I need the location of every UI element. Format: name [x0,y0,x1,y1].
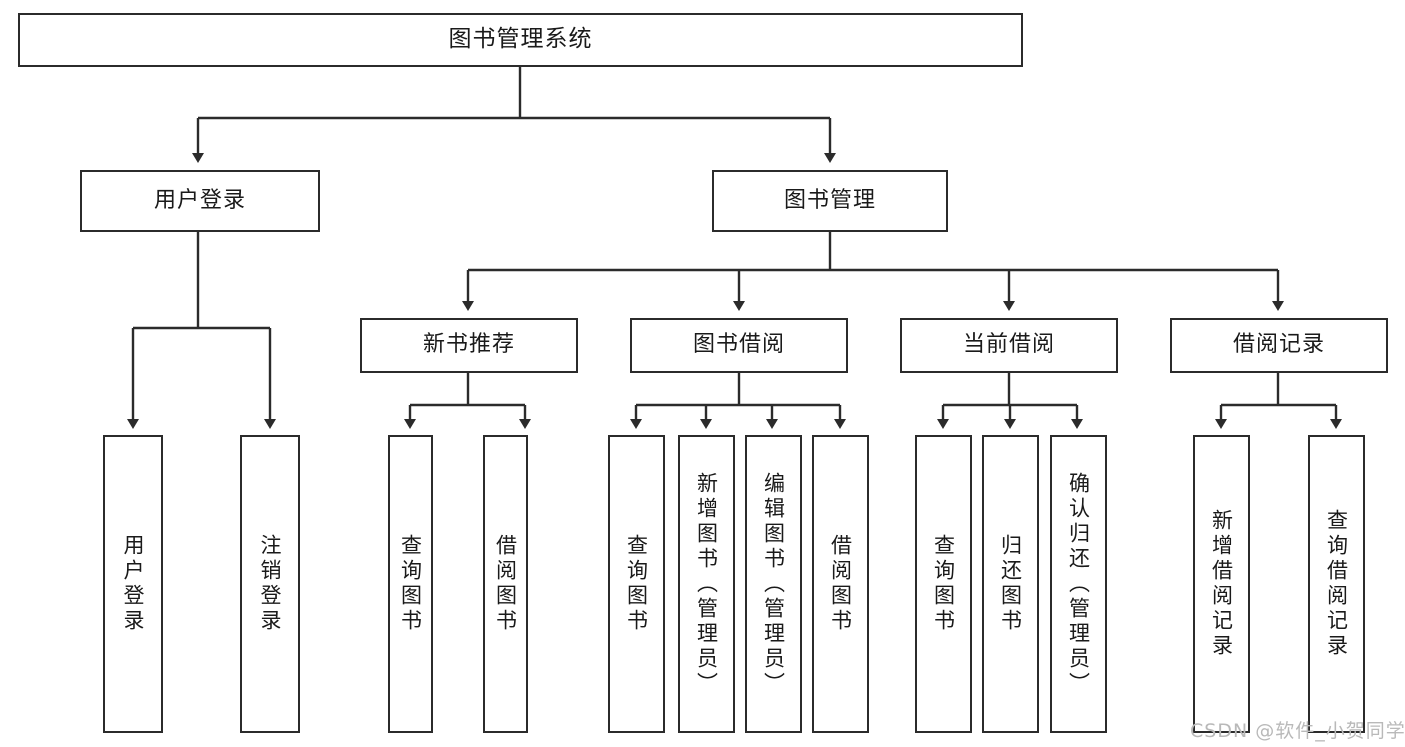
node-root-label: 图书管理系统 [448,26,593,53]
node-borrow-records-label: 借阅记录 [1232,332,1325,358]
leaf-user-login-label: 用户登录 [121,534,146,634]
leaf-query-book-recommend-label: 查询图书 [398,534,423,634]
leaf-query-book-current[interactable]: 查询图书 [915,435,972,733]
leaf-query-book-recommend[interactable]: 查询图书 [388,435,433,733]
leaf-edit-book-admin-label: 编辑图书（管理员） [761,471,786,697]
node-book-management-label: 图书管理 [783,187,876,213]
node-book-management[interactable]: 图书管理 [712,170,948,232]
node-borrow-records[interactable]: 借阅记录 [1170,318,1388,373]
leaf-query-book-current-label: 查询图书 [931,534,956,634]
node-current-borrow-label: 当前借阅 [962,332,1055,358]
leaf-return-book-label: 归还图书 [998,534,1023,634]
leaf-add-book-admin-label: 新增图书（管理员） [694,471,719,697]
leaf-user-login[interactable]: 用户登录 [103,435,163,733]
leaf-borrow-book-recommend[interactable]: 借阅图书 [483,435,528,733]
leaf-logout-label: 注销登录 [258,534,283,634]
leaf-confirm-return-admin[interactable]: 确认归还（管理员） [1050,435,1107,733]
node-new-book-recommend[interactable]: 新书推荐 [360,318,578,373]
leaf-query-borrow-record[interactable]: 查询借阅记录 [1308,435,1365,733]
node-current-borrow[interactable]: 当前借阅 [900,318,1118,373]
leaf-add-borrow-record[interactable]: 新增借阅记录 [1193,435,1250,733]
node-new-book-recommend-label: 新书推荐 [422,332,515,358]
leaf-return-book[interactable]: 归还图书 [982,435,1039,733]
leaf-confirm-return-admin-label: 确认归还（管理员） [1066,471,1091,697]
leaf-query-book-borrow-label: 查询图书 [624,534,649,634]
leaf-add-borrow-record-label: 新增借阅记录 [1209,509,1234,659]
leaf-query-book-borrow[interactable]: 查询图书 [608,435,665,733]
node-book-borrow[interactable]: 图书借阅 [630,318,848,373]
node-book-borrow-label: 图书借阅 [692,332,785,358]
leaf-logout[interactable]: 注销登录 [240,435,300,733]
node-root[interactable]: 图书管理系统 [18,13,1023,67]
leaf-edit-book-admin[interactable]: 编辑图书（管理员） [745,435,802,733]
leaf-borrow-book-recommend-label: 借阅图书 [493,534,518,634]
node-user-login-label: 用户登录 [153,187,246,213]
leaf-borrow-book-label: 借阅图书 [828,534,853,634]
node-user-login[interactable]: 用户登录 [80,170,320,232]
leaf-add-book-admin[interactable]: 新增图书（管理员） [678,435,735,733]
leaf-query-borrow-record-label: 查询借阅记录 [1324,509,1349,659]
leaf-borrow-book[interactable]: 借阅图书 [812,435,869,733]
